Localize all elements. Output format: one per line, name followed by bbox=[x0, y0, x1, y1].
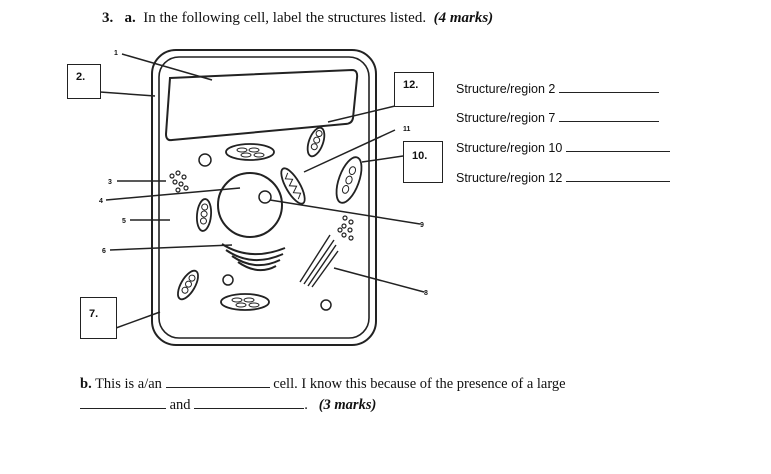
part-a-marks: (4 marks) bbox=[433, 10, 494, 26]
label-box-10-number: 10. bbox=[412, 150, 428, 162]
pointer-number-9: 9 bbox=[420, 222, 424, 229]
label-box-7-number: 7. bbox=[89, 308, 99, 320]
nucleolus bbox=[258, 190, 272, 204]
structure-answer-10[interactable] bbox=[565, 141, 670, 152]
pointer-line-10 bbox=[361, 155, 404, 163]
part-b-structure-blank-1[interactable] bbox=[80, 396, 166, 409]
label-box-10[interactable]: 10. bbox=[403, 141, 443, 183]
structure-label-12: Structure/region 12 bbox=[456, 171, 563, 185]
part-b-structure-blank-2[interactable] bbox=[194, 396, 305, 409]
label-box-12-number: 12. bbox=[403, 79, 419, 91]
ribosome-cluster-right bbox=[337, 215, 354, 241]
part-b-marks: (3 marks) bbox=[318, 397, 377, 413]
label-box-12[interactable]: 12. bbox=[394, 72, 434, 107]
chloroplast-right-lower bbox=[335, 156, 363, 204]
part-b-letter: b. bbox=[80, 376, 92, 392]
cell-wall bbox=[151, 49, 377, 346]
chloroplast-top bbox=[225, 143, 275, 161]
ribosome-cluster-left bbox=[169, 170, 189, 193]
pointer-line-2 bbox=[99, 91, 156, 97]
pointer-line-9 bbox=[269, 199, 421, 225]
golgi-body bbox=[221, 243, 286, 272]
pointer-number-4: 4 bbox=[99, 198, 103, 205]
nucleus bbox=[217, 172, 283, 238]
structure-row-12: Structure/region 12 bbox=[456, 171, 670, 185]
pointer-line-1 bbox=[121, 53, 213, 81]
vesicle-middle bbox=[222, 274, 234, 286]
structure-label-2: Structure/region 2 bbox=[456, 82, 556, 96]
label-box-2[interactable]: 2. bbox=[67, 64, 101, 99]
endoplasmic-reticulum bbox=[299, 234, 339, 288]
pointer-number-6: 6 bbox=[102, 248, 106, 255]
part-b-line-2: and . (3 marks) bbox=[80, 396, 376, 414]
question-heading: 3. a. In the following cell, label the s… bbox=[102, 10, 493, 27]
part-b-text-3: and bbox=[169, 397, 191, 413]
part-b-text-1: This is a/an bbox=[95, 376, 162, 392]
vacuole bbox=[164, 68, 359, 142]
structure-row-2: Structure/region 2 bbox=[456, 82, 659, 96]
label-box-7[interactable]: 7. bbox=[80, 297, 117, 339]
structure-label-7: Structure/region 7 bbox=[456, 111, 556, 125]
pointer-number-5: 5 bbox=[122, 218, 126, 225]
part-b-text-4: . bbox=[304, 397, 308, 413]
pointer-line-4 bbox=[105, 187, 241, 201]
vesicle-top bbox=[198, 153, 212, 167]
structure-answer-7[interactable] bbox=[558, 111, 659, 122]
structure-label-10: Structure/region 10 bbox=[456, 141, 563, 155]
pointer-number-1: 1 bbox=[114, 50, 118, 57]
structure-row-10: Structure/region 10 bbox=[456, 141, 670, 155]
pointer-line-7 bbox=[115, 311, 161, 329]
pointer-line-12 bbox=[327, 105, 396, 123]
pointer-number-8: 8 bbox=[424, 290, 428, 297]
part-b-cell-type-blank[interactable] bbox=[165, 375, 270, 388]
cell-membrane bbox=[158, 56, 370, 339]
structure-answer-12[interactable] bbox=[565, 171, 670, 182]
question-number: 3. bbox=[102, 10, 114, 26]
pointer-number-3: 3 bbox=[108, 179, 112, 186]
pointer-line-6 bbox=[109, 244, 233, 251]
pointer-number-11: 11 bbox=[403, 126, 411, 133]
chloroplast-bottom-left bbox=[177, 269, 199, 301]
label-box-2-number: 2. bbox=[76, 71, 86, 83]
structure-row-7: Structure/region 7 bbox=[456, 111, 659, 125]
pointer-line-8 bbox=[333, 267, 425, 293]
chloroplast-right-upper bbox=[306, 126, 326, 158]
pointer-line-11 bbox=[303, 129, 396, 173]
part-b-text-2: cell. I know this because of the presenc… bbox=[273, 376, 566, 392]
part-a-text: In the following cell, label the structu… bbox=[143, 10, 427, 26]
chloroplast-left bbox=[195, 198, 213, 232]
part-b-line-1: b. This is a/an cell. I know this becaus… bbox=[80, 375, 566, 393]
part-a-letter: a. bbox=[124, 10, 136, 26]
structure-answer-2[interactable] bbox=[558, 82, 659, 93]
mitochondrion bbox=[280, 167, 306, 205]
chloroplast-bottom bbox=[220, 293, 270, 311]
vesicle-bottom bbox=[320, 299, 332, 311]
